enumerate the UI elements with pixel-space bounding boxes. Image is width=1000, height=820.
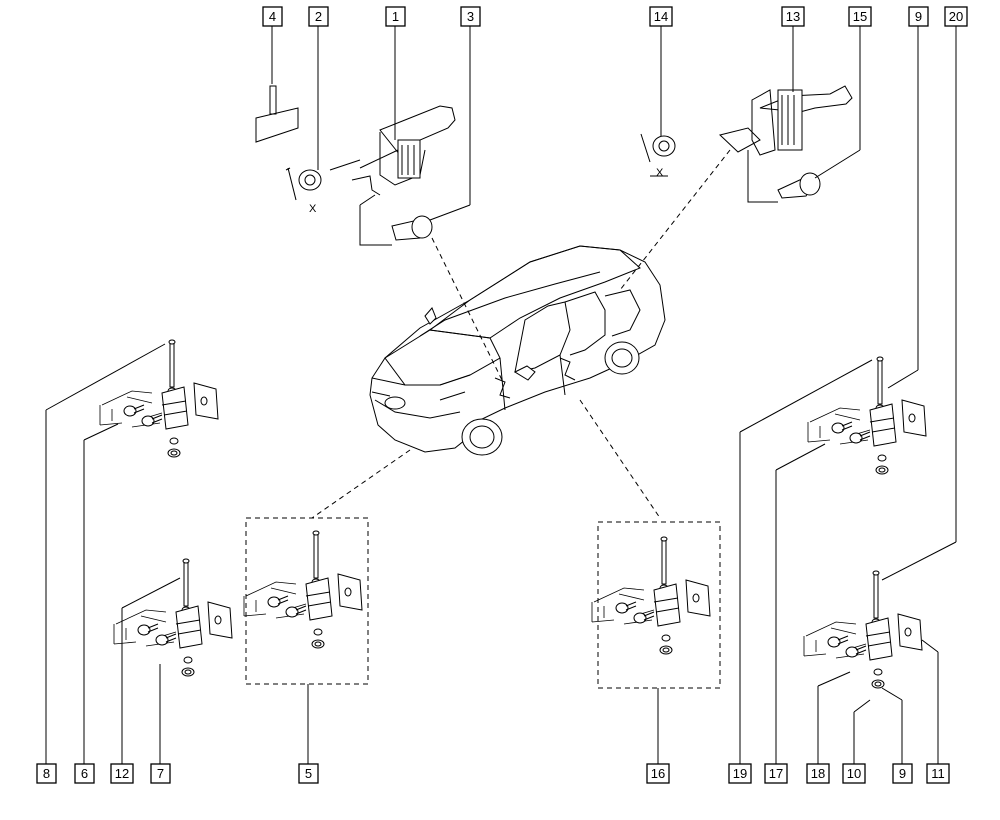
svg-text:11: 11 — [931, 766, 945, 781]
hinge-assembly-detail-5 — [243, 530, 363, 649]
svg-text:17: 17 — [769, 766, 783, 781]
callout-20: 20 — [944, 6, 968, 27]
callout-7: 7 — [150, 763, 171, 784]
callout-8: 8 — [36, 763, 57, 784]
nut-part-2 — [298, 169, 322, 191]
svg-text:6: 6 — [81, 766, 88, 781]
svg-text:10: 10 — [847, 766, 861, 781]
nut-part-14 — [652, 135, 676, 157]
callout-9-bottom: 9 — [892, 763, 913, 784]
pointer-lines — [311, 149, 731, 519]
callout-5: 5 — [298, 763, 319, 784]
svg-text:16: 16 — [651, 766, 665, 781]
svg-text:1: 1 — [392, 9, 399, 24]
callout-3: 3 — [460, 6, 481, 27]
rear-door-check-strap-assembly: X — [640, 85, 853, 203]
svg-text:5: 5 — [305, 766, 312, 781]
hinge-assembly-rear-upper-right — [807, 356, 927, 475]
svg-text:8: 8 — [43, 766, 50, 781]
callout-11: 11 — [926, 763, 950, 784]
callout-2: 2 — [308, 6, 329, 27]
svg-text:20: 20 — [949, 9, 963, 24]
callout-14: 14 — [649, 6, 673, 27]
svg-text:15: 15 — [853, 9, 867, 24]
callout-1: 1 — [385, 6, 406, 27]
callout-19: 19 — [728, 763, 752, 784]
svg-text:2: 2 — [315, 9, 322, 24]
svg-text:18: 18 — [811, 766, 825, 781]
callout-10: 10 — [842, 763, 866, 784]
hinge-assembly-rear-lower-right — [803, 570, 923, 689]
svg-text:7: 7 — [157, 766, 164, 781]
svg-text:9: 9 — [915, 9, 922, 24]
axis-x-label-left: X — [309, 203, 317, 215]
callout-15: 15 — [848, 6, 872, 27]
callout-12: 12 — [110, 763, 134, 784]
tool-part-4 — [255, 107, 299, 143]
svg-text:3: 3 — [467, 9, 474, 24]
callout-16: 16 — [646, 763, 670, 784]
callout-17: 17 — [764, 763, 788, 784]
callout-6: 6 — [74, 763, 95, 784]
svg-text:9: 9 — [899, 766, 906, 781]
hinge-assembly-front-lower-left — [113, 558, 233, 677]
callout-9-top: 9 — [908, 6, 929, 27]
callout-4: 4 — [262, 6, 283, 27]
svg-text:19: 19 — [733, 766, 747, 781]
svg-text:13: 13 — [786, 9, 800, 24]
axis-x-label-right: X — [656, 167, 664, 179]
svg-text:12: 12 — [115, 766, 129, 781]
callout-13: 13 — [781, 6, 805, 27]
hinge-assembly-front-upper-left — [99, 339, 219, 458]
hinge-assembly-detail-16 — [591, 536, 711, 655]
svg-text:4: 4 — [269, 9, 276, 24]
callout-18: 18 — [806, 763, 830, 784]
car-illustration — [369, 245, 666, 456]
leader-lines — [45, 26, 957, 764]
svg-text:14: 14 — [654, 9, 668, 24]
front-door-check-strap-assembly: X — [255, 85, 456, 246]
